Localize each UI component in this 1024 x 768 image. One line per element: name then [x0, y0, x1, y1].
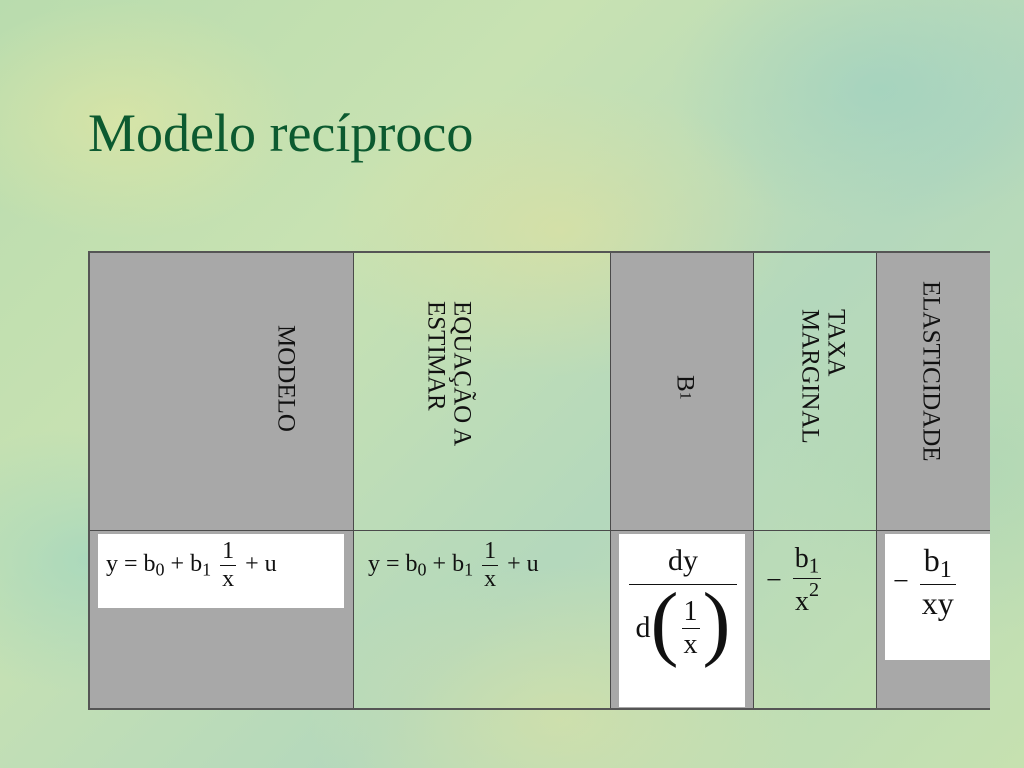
column-elasticidade: ELASTICIDADE − b1 xy: [877, 253, 990, 708]
header-taxa-line2: MARGINAL: [796, 309, 824, 444]
header-elasticidade: ELASTICIDADE: [877, 253, 990, 530]
modelo-formula: y = b0 + b1 1 x + u: [106, 538, 277, 593]
b1-formula-inner-fraction: 1 x: [681, 595, 700, 661]
b1-formula-box: dy d ( 1 x ): [619, 534, 745, 707]
b1-formula-inner-den: x: [681, 627, 700, 660]
elasticidade-formula-fraction: b1 xy: [919, 542, 956, 622]
equacao-formula-denominator: x: [482, 565, 499, 592]
equacao-formula-numerator: 1: [484, 538, 497, 564]
elasticidade-formula: − b1 xy: [893, 542, 959, 622]
b1-formula-left-paren-icon: (: [650, 576, 679, 669]
elasticidade-formula-num-base: b: [923, 542, 940, 578]
header-equacao-line1: EQUAÇÃO A: [448, 301, 476, 447]
taxa-formula-denominator: x2: [792, 578, 822, 618]
equacao-formula-tail: + u: [507, 551, 539, 578]
taxa-formula-num-base: b: [794, 543, 809, 574]
modelo-formula-box: y = b0 + b1 1 x + u: [98, 534, 344, 608]
elasticidade-formula-num-sub: 1: [939, 557, 952, 583]
header-elasticidade-label: ELASTICIDADE: [917, 281, 945, 462]
modelo-formula-numerator: 1: [222, 538, 235, 564]
equacao-formula-fraction: 1 x: [482, 538, 499, 593]
header-equacao-label: EQUAÇÃO A ESTIMAR: [422, 301, 475, 446]
column-b1: B1 dy d ( 1 x ): [611, 253, 754, 708]
modelo-formula-fraction: 1 x: [220, 538, 237, 593]
header-equacao: EQUAÇÃO A ESTIMAR: [354, 253, 610, 530]
b1-formula: dy d ( 1 x ): [629, 544, 737, 665]
header-b1-base: B: [671, 375, 699, 392]
header-b1-sub: 1: [676, 391, 694, 400]
reciprocal-model-table: MODELO y = b0 + b1 1 x + u EQUAÇÃO A EST…: [88, 251, 990, 710]
equacao-formula-lhs: y = b: [368, 551, 418, 578]
taxa-formula-num-sub: 1: [808, 553, 820, 578]
taxa-formula-den-base: x: [795, 586, 809, 618]
header-taxa-marginal: TAXA MARGINAL: [754, 253, 876, 530]
b1-formula-inner-num: 1: [683, 595, 698, 627]
modelo-formula-denominator: x: [220, 565, 237, 592]
column-modelo: MODELO y = b0 + b1 1 x + u: [90, 253, 354, 708]
taxa-formula-numerator: b1: [793, 543, 822, 578]
header-b1: B1: [611, 253, 753, 530]
equacao-formula-plus: + b: [426, 551, 465, 578]
b1-formula-d: d: [635, 611, 651, 644]
elasticidade-formula-sign: −: [893, 566, 909, 597]
modelo-formula-b0-sub: 0: [155, 559, 165, 580]
column-equacao: EQUAÇÃO A ESTIMAR y = b0 + b1 1 x + u: [354, 253, 611, 708]
header-taxa-marginal-label: TAXA MARGINAL: [796, 309, 849, 444]
equacao-formula-b0-sub: 0: [417, 559, 427, 580]
column-taxa-marginal: TAXA MARGINAL − b1 x2: [754, 253, 877, 708]
header-taxa-line1: TAXA: [822, 309, 850, 377]
modelo-formula-lhs: y = b: [106, 551, 156, 578]
b1-formula-denominator: d ( 1 x ): [629, 581, 737, 665]
slide-title: Modelo recíproco: [88, 103, 474, 163]
taxa-formula-sign: −: [766, 564, 782, 596]
elasticidade-formula-numerator: b1: [920, 542, 956, 584]
modelo-formula-plus: + b: [164, 551, 203, 578]
elasticidade-formula-denominator: xy: [919, 584, 956, 621]
header-b1-label: B1: [671, 375, 699, 400]
header-equacao-line2: ESTIMAR: [422, 301, 450, 411]
taxa-formula-den-sup: 2: [809, 579, 820, 602]
equacao-formula: y = b0 + b1 1 x + u: [368, 538, 539, 593]
header-modelo: MODELO: [90, 253, 353, 530]
b1-formula-numerator: dy: [629, 544, 737, 585]
header-modelo-label: MODELO: [272, 325, 300, 432]
elasticidade-formula-box: − b1 xy: [885, 534, 990, 660]
header-row-divider: [90, 530, 990, 531]
equacao-formula-b1-sub: 1: [464, 559, 474, 580]
modelo-formula-b1-sub: 1: [202, 559, 212, 580]
taxa-formula-fraction: b1 x2: [792, 543, 822, 618]
b1-formula-right-paren-icon: ): [702, 576, 731, 669]
modelo-formula-tail: + u: [245, 551, 277, 578]
taxa-formula: − b1 x2: [766, 543, 824, 618]
